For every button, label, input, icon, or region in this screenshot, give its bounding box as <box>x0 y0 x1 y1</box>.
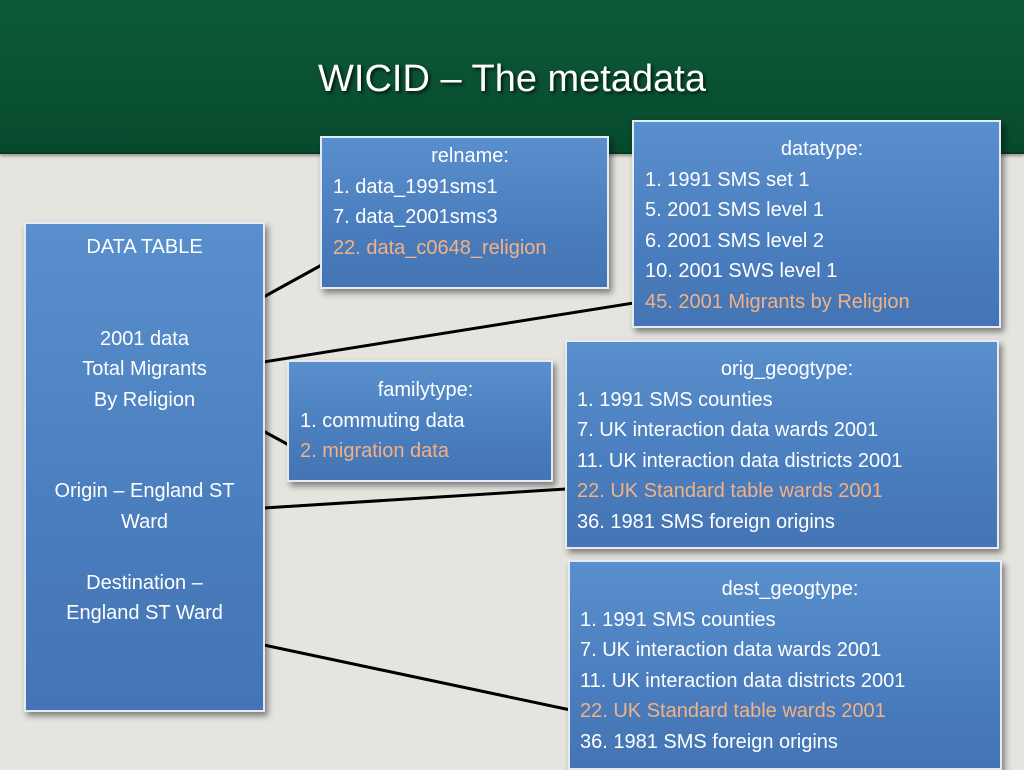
data-table-title: DATA TABLE <box>86 236 203 258</box>
data-table-box: DATA TABLE 2001 data Total Migrants By R… <box>24 222 265 712</box>
origin-line: Origin – England ST <box>54 480 235 503</box>
orig-geogtype-box: orig_geogtype: 1. 1991 SMS counties 7. U… <box>565 340 999 549</box>
dataset-line: Total Migrants <box>82 358 207 381</box>
orig-geogtype-title: orig_geogtype: <box>720 358 854 380</box>
orig-geogtype-item-selected: 22. UK Standard table wards 2001 <box>577 480 883 503</box>
datatype-item: 10. 2001 SWS level 1 <box>645 260 838 283</box>
dataset-line: By Religion <box>93 388 196 411</box>
destination-line: England ST Ward <box>66 602 223 625</box>
dataset-description: 2001 data Total Migrants By Religion <box>26 324 263 416</box>
familytype-title: familytype: <box>377 379 474 401</box>
dest-geogtype-item-selected: 22. UK Standard table wards 2001 <box>580 700 886 723</box>
dataset-line: 2001 data <box>100 327 189 350</box>
orig-geogtype-item: 1. 1991 SMS counties <box>577 388 773 411</box>
datatype-item: 5. 2001 SMS level 1 <box>645 199 824 222</box>
relname-item: 1. data_1991sms1 <box>333 175 498 198</box>
orig-geogtype-item: 11. UK interaction data districts 2001 <box>577 449 903 472</box>
orig-geogtype-item: 7. UK interaction data wards 2001 <box>577 419 879 442</box>
relname-box: relname: 1. data_1991sms1 7. data_2001sm… <box>320 136 609 289</box>
relname-item: 7. data_2001sms3 <box>333 206 498 229</box>
datatype-title: datatype: <box>780 138 864 160</box>
dest-geogtype-item: 7. UK interaction data wards 2001 <box>580 639 882 662</box>
destination-description: Destination – England ST Ward <box>26 568 263 629</box>
orig-geogtype-item: 36. 1981 SMS foreign origins <box>577 510 835 533</box>
familytype-box: familytype: 1. commuting data 2. migrati… <box>287 360 553 482</box>
familytype-item: 1. commuting data <box>300 409 465 432</box>
page-title: WICID – The metadata <box>318 58 706 100</box>
familytype-item-selected: 2. migration data <box>300 440 449 463</box>
origin-description: Origin – England ST Ward <box>26 476 263 537</box>
datatype-item-selected: 45. 2001 Migrants by Religion <box>645 290 910 313</box>
dest-geogtype-item: 11. UK interaction data districts 2001 <box>580 669 906 692</box>
relname-title: relname: <box>431 145 509 167</box>
title-bar: WICID – The metadata <box>0 0 1024 154</box>
dest-geogtype-item: 1. 1991 SMS counties <box>580 608 776 631</box>
datatype-box: datatype: 1. 1991 SMS set 1 5. 2001 SMS … <box>632 120 1001 328</box>
destination-line: Destination – <box>86 571 203 594</box>
origin-line: Ward <box>120 510 169 533</box>
datatype-item: 6. 2001 SMS level 2 <box>645 229 824 252</box>
dest-geogtype-box: dest_geogtype: 1. 1991 SMS counties 7. U… <box>568 560 1002 770</box>
connector-dataset-datatype <box>225 300 641 370</box>
dest-geogtype-title: dest_geogtype: <box>721 578 859 600</box>
relname-item-selected: 22. data_c0648_religion <box>333 236 547 259</box>
dest-geogtype-item: 36. 1981 SMS foreign origins <box>580 730 838 753</box>
datatype-item: 1. 1991 SMS set 1 <box>645 168 810 191</box>
